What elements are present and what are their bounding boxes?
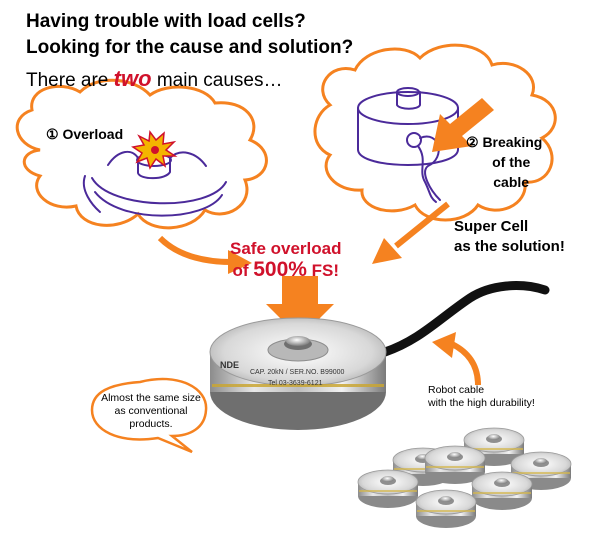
intro-highlight: two — [113, 66, 152, 91]
cable-note-arrow — [450, 341, 481, 386]
impact-burst — [131, 130, 178, 170]
robot-cable — [380, 281, 550, 357]
product-group — [357, 427, 572, 529]
cable-sketch — [357, 87, 459, 203]
solution-text: Super Cell as the solution! — [454, 218, 565, 255]
cable-cloud — [313, 43, 557, 222]
headline-line1: Having trouble with load cells? — [26, 11, 306, 32]
svg-text:NDE: NDE — [220, 360, 239, 370]
safe-overload-text: Safe overload of 500% FS! — [230, 239, 342, 281]
product-label: NDE CAP. 20kN / SER.NO. B99000 Tel 03-36… — [220, 360, 345, 387]
super-cell-main — [209, 317, 387, 430]
cable-break-arrow — [432, 98, 494, 152]
left-curve-arrow — [157, 235, 233, 265]
size-note-bubble — [90, 377, 208, 454]
cable-note-text: Robot cable with the high durability! — [428, 384, 535, 409]
cause1-label: ① Overload — [46, 126, 124, 142]
intro-text: There are two main causes… — [26, 66, 283, 91]
right-diagonal-arrow — [394, 201, 450, 249]
size-note-text: Almost the same size as conventional pro… — [101, 392, 201, 430]
cause2-label: ② Breaking of the cable — [466, 134, 543, 190]
headline-line2: Looking for the cause and solution? — [26, 37, 354, 58]
down-arrow — [266, 276, 334, 338]
svg-text:Tel 03-3639-6121: Tel 03-3639-6121 — [268, 380, 323, 387]
svg-text:CAP. 20kN / SER.NO. B99000: CAP. 20kN / SER.NO. B99000 — [250, 369, 345, 376]
